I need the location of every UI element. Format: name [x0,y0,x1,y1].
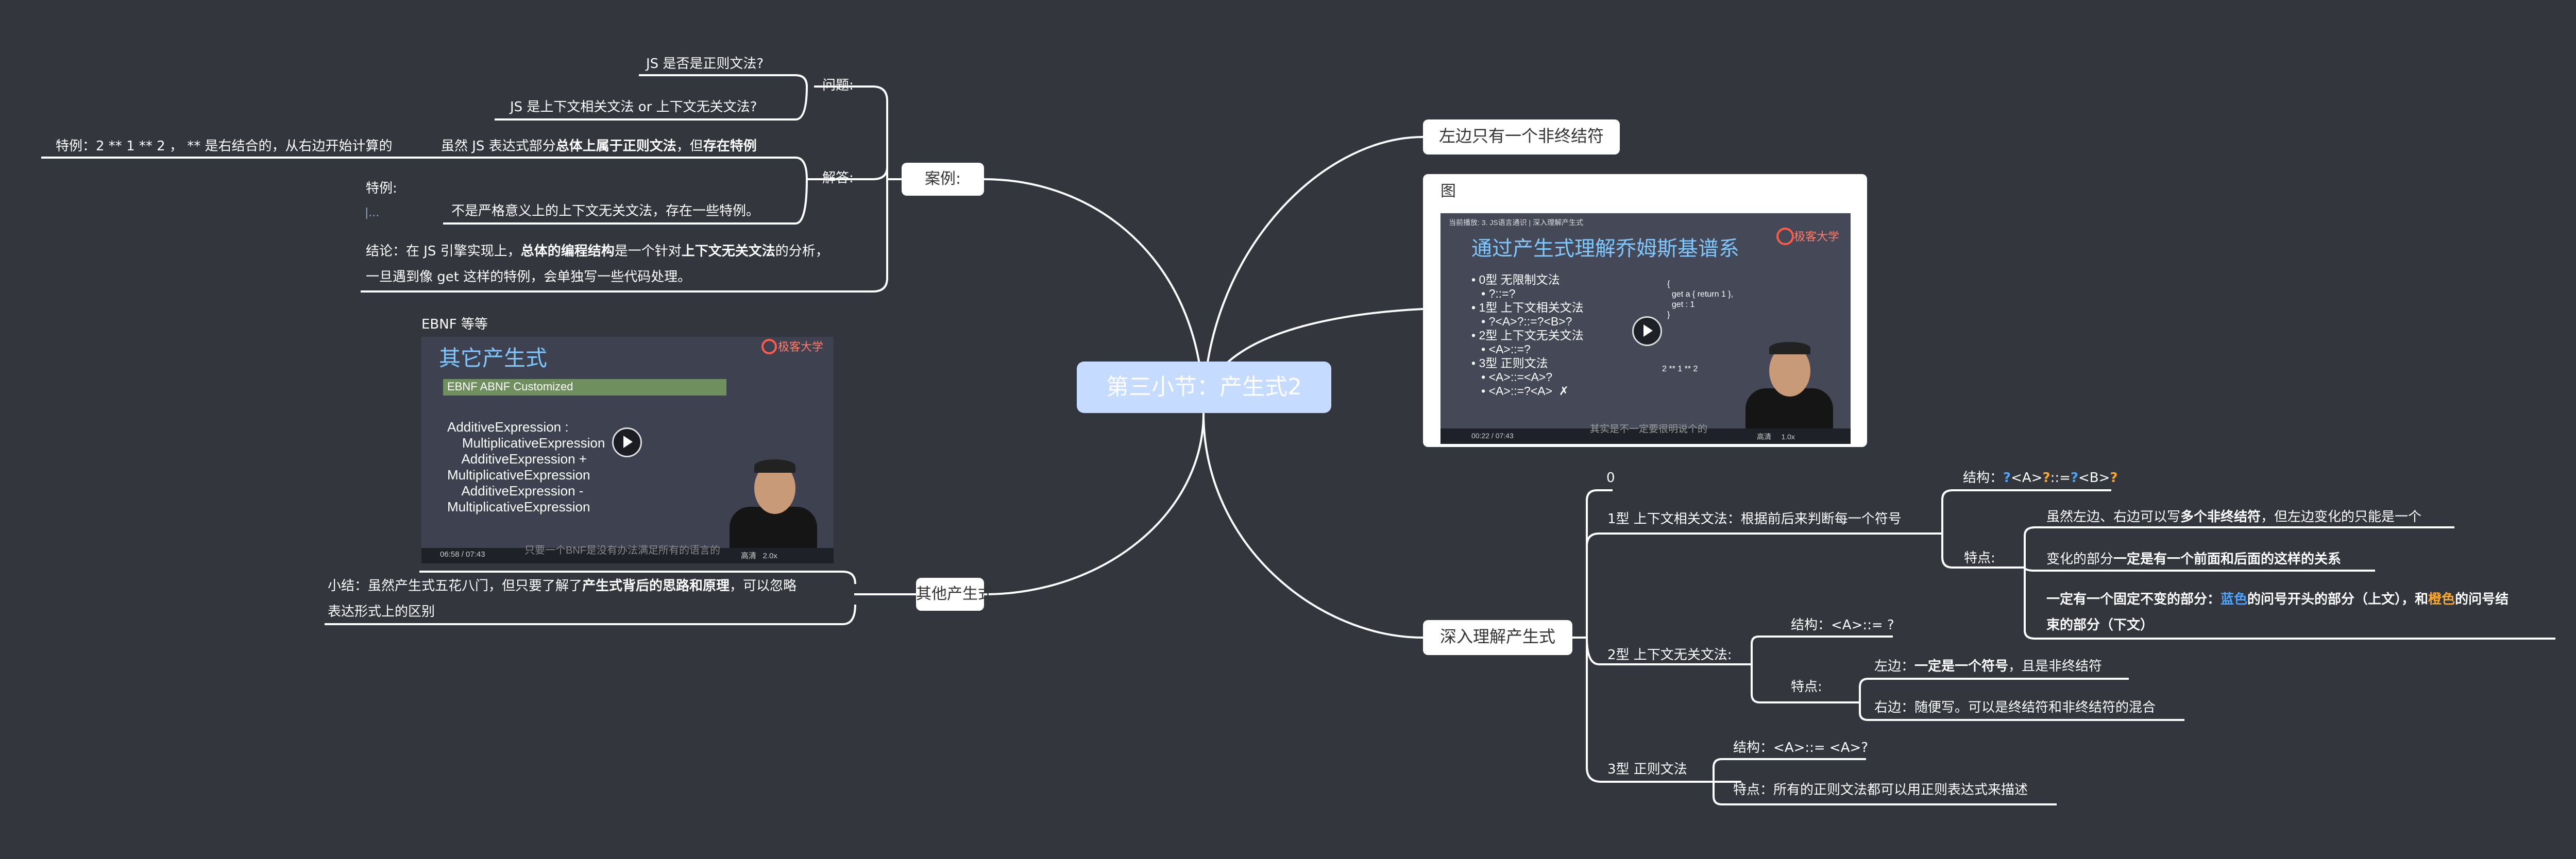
special-label[interactable]: 特例: [366,181,397,196]
video-controls[interactable]: 高清 2.0x [741,552,777,560]
link-root-deep [1202,413,1423,639]
type1-feature-3[interactable]: 一定有一个固定不变的部分：蓝色的问号开头的部分（上文），和橙色的问号结 [2046,592,2509,607]
video-slide-title-2: 通过产生式理解乔姆斯基谱系 [1471,237,1739,260]
special-text[interactable]: 不是严格意义上的上下文无关文法，存在一些特例。 [451,203,760,219]
answer-1-example[interactable]: 特例：2 ** 1 ** 2 ， ** 是右结合的，从右边开始计算的 [56,139,393,154]
link-other [325,571,916,625]
video-logo-text: 极客大学 [778,340,824,353]
geek-logo-icon [761,339,777,354]
special-marker: |... [365,207,380,219]
type2-feature-label[interactable]: 特点: [1791,679,1822,695]
type3-label[interactable]: 3型 正则文法 [1607,762,1687,777]
type3-structure[interactable]: 结构：<A>::= <A>? [1733,740,1869,755]
video-slide-code-3: 2 ** 1 ** 2 [1662,365,1698,373]
link-root-only-one [1202,136,1423,414]
link-root-other [984,413,1205,595]
video-slide-highlight [443,379,726,396]
type2-label[interactable]: 2型 上下文无关文法: [1607,647,1732,663]
link-type2 [1739,635,2184,721]
type2-structure[interactable]: 结构：<A>::= ? [1791,617,1894,633]
answer-1[interactable]: 虽然 JS 表达式部分总体上属于正则文法，但存在特例 [441,139,757,154]
video-slide-code-2: { get a { return 1 }, get : 1 } [1667,280,1734,319]
video-slide-code: AdditiveExpression : MultiplicativeExpre… [447,419,605,514]
video-controls-2[interactable]: 高清 1.0x [1757,433,1795,441]
play-icon[interactable] [612,427,642,457]
summary-line-1[interactable]: 小结：虽然产生式五花八门，但只要了解了产生式背后的思路和原理，可以忽略 [328,578,797,594]
geek-logo-icon-2 [1776,228,1794,245]
video-time-2: 00:22 / 07:43 [1471,432,1514,440]
link-type1 [1930,489,2555,640]
type3-feature[interactable]: 特点：所有的正则文法都可以用正则表达式来描述 [1733,782,2028,798]
other-productions-node[interactable]: 其他产生式 [916,578,993,611]
root-topic[interactable]: 第三小节：产生式2 [1077,362,1331,413]
video-control-bar-2[interactable] [1440,428,1851,444]
type1-feature-3-line-2[interactable]: 束的部分（下文） [2046,617,2154,633]
video-topbar: 当前播放: 3. JS语言通识 | 深入理解产生式 [1449,218,1584,227]
link-question [495,74,816,121]
video-slide-title: 其它产生式 [439,346,548,370]
type1-structure[interactable]: 结构：?<A>?::=?<B>? [1963,470,2118,486]
video-slide-highlight-text: EBNF ABNF Customized [447,380,573,393]
conclusion-line-1[interactable]: 结论：在 JS 引擎实现上，总体的编程结构是一个针对上下文无关文法的分析， [366,244,829,259]
link-deep-tree [1572,489,1930,783]
type1-feature-1[interactable]: 虽然左边、右边可以写多个非终结符，但左边变化的只能是一个 [2046,509,2422,525]
video-time: 06:58 / 07:43 [440,550,485,559]
presenter-hair-2 [1769,342,1810,354]
link-cases-tree [361,85,902,293]
answer-label[interactable]: 解答: [822,170,854,186]
link-root-cases [984,178,1205,414]
conclusion-line-2[interactable]: 一旦遇到像 get 这样的特例，会单独写一些代码处理。 [366,269,691,285]
presenter-hair [754,459,795,473]
chomsky-video-image[interactable]: 当前播放: 3. JS语言通识 | 深入理解产生式 通过产生式理解乔姆斯基谱系 … [1440,213,1851,444]
type2-left[interactable]: 左边：一定是一个符号，且是非终结符 [1874,659,2103,674]
video-logo-text-2: 极客大学 [1794,230,1840,243]
type1-label[interactable]: 1型 上下文相关文法：根据前后来判断每一个符号 [1607,511,1902,527]
figure-label[interactable]: 图 [1440,182,1456,200]
play-icon-2[interactable] [1632,316,1662,346]
question-1[interactable]: JS 是否是正则文法? [646,56,764,72]
type1-feature-2[interactable]: 变化的部分一定是有一个前面和后面的这样的关系 [2046,552,2342,567]
type2-right[interactable]: 右边：随便写。可以是终结符和非终结符的混合 [1874,700,2156,715]
summary-line-2[interactable]: 表达形式上的区别 [328,604,435,620]
video-slide-list: • 0型 无限制文法 • ?::=? • 1型 上下文相关文法 • ?<A>?:… [1471,273,1584,398]
type1-feature-label[interactable]: 特点: [1964,551,1995,566]
link-answer [41,157,816,225]
only-one-node[interactable]: 左边只有一个非终结符 [1423,119,1620,154]
type0-label[interactable]: 0 [1606,470,1615,486]
video-control-bar[interactable] [421,548,834,563]
deep-understanding-node[interactable]: 深入理解产生式 [1423,620,1572,655]
ebnf-video-image[interactable]: 其它产生式 EBNF ABNF Customized AdditiveExpre… [421,337,834,563]
ebnf-caption[interactable]: EBNF 等等 [421,317,488,332]
link-type3 [1711,758,2057,805]
question-2[interactable]: JS 是上下文相关文法 or 上下文无关文法? [510,99,757,115]
video-subtitle: 只要一个BNF是没有办法满足所有的语言的 [524,545,720,556]
video-subtitle-2: 其实是不一定要很明说个的 [1590,424,1708,435]
cases-node[interactable]: 案例: [902,163,984,196]
question-label[interactable]: 问题: [822,78,854,93]
